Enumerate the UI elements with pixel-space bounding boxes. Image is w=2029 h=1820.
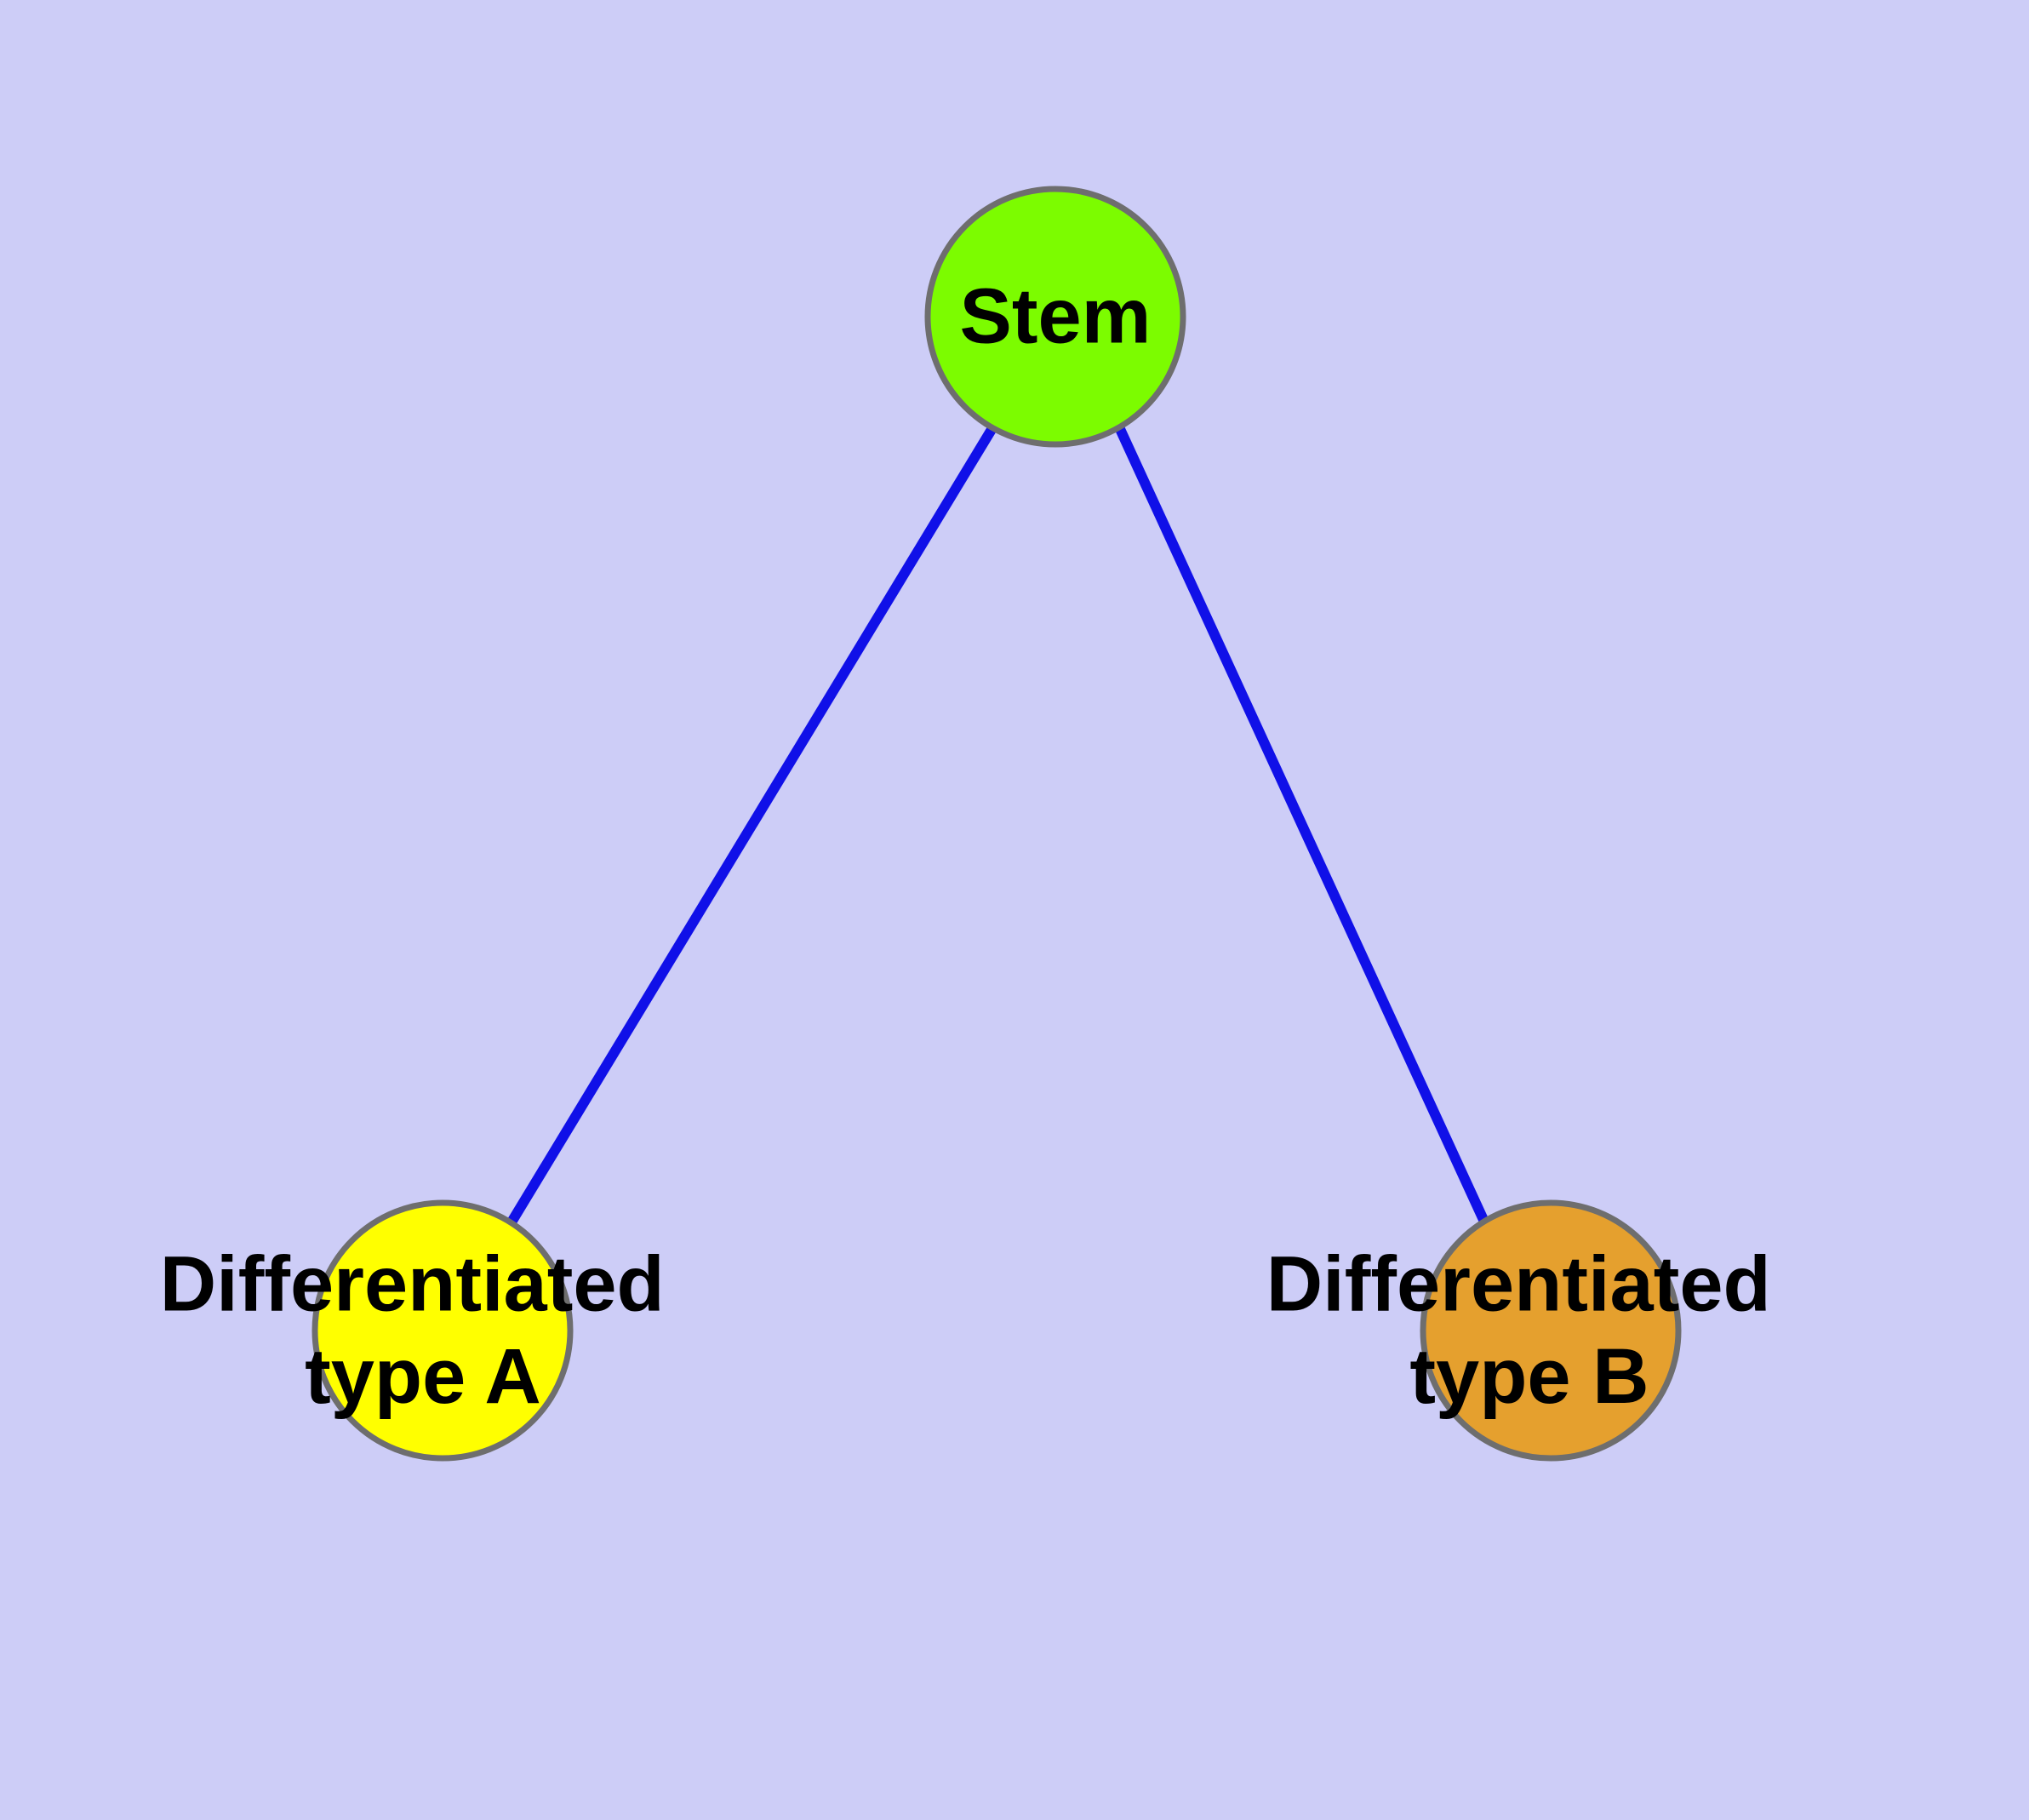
differentiated-b-node-label: Differentiated type B (1266, 1235, 1793, 1420)
node-differentiated-type-a[interactable]: Differentiated type A (160, 1199, 687, 1462)
edge-stem-to-differentiated-b[interactable] (1115, 426, 1489, 1224)
node-differentiated-type-b[interactable]: Differentiated type B (1266, 1199, 1793, 1462)
differentiated-a-node-label: Differentiated type A (160, 1235, 687, 1420)
edge-stem-to-differentiated-a[interactable] (507, 425, 997, 1224)
stem-node-circle[interactable] (924, 186, 1186, 448)
nodes-layer: Stem Differentiated type A Differentiate… (160, 186, 1793, 1462)
node-stem[interactable]: Stem (924, 186, 1186, 448)
differentiated-a-label-line-1: Differentiated (160, 1241, 665, 1328)
edges-layer (507, 425, 1489, 1224)
differentiated-b-node-circle[interactable] (1420, 1199, 1682, 1462)
stem-node-label-line-1: Stem (960, 273, 1152, 360)
stem-node-label: Stem (960, 273, 1152, 360)
differentiated-b-label-line-2: type B (1409, 1333, 1649, 1420)
differentiated-a-label-line-2: type A (305, 1333, 541, 1420)
differentiated-b-label-line-1: Differentiated (1266, 1241, 1771, 1328)
differentiated-a-node-circle[interactable] (311, 1199, 574, 1462)
